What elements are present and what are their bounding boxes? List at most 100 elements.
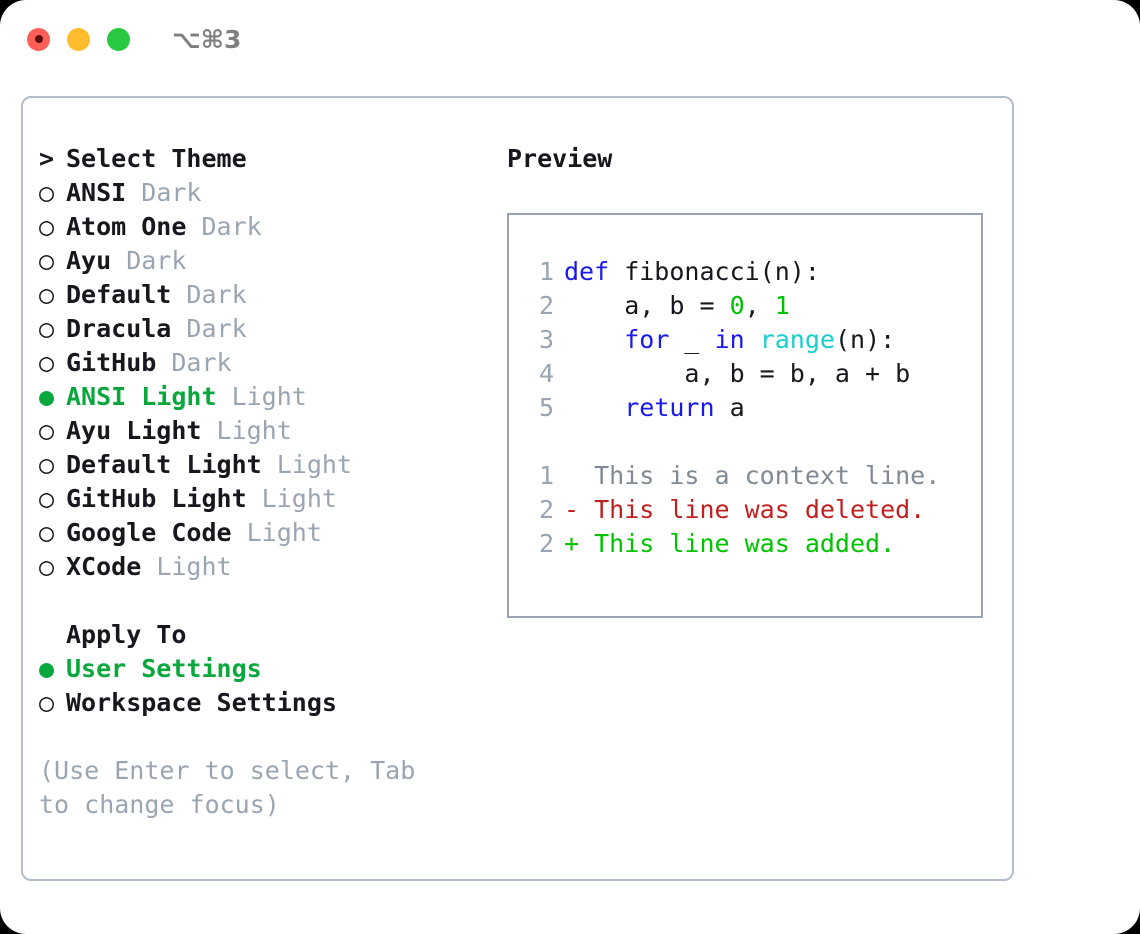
radio-selected-icon: ● (39, 654, 70, 683)
diff-text: - This line was deleted. (564, 495, 926, 524)
apply-to-option-workspace-settings[interactable]: ○ Workspace Settings (39, 686, 486, 720)
radio-selected-icon: ● (39, 382, 70, 411)
maximize-button[interactable] (107, 27, 130, 51)
code-token: a (714, 393, 745, 422)
radio-unselected-icon: ○ (39, 518, 70, 547)
close-button[interactable] (27, 27, 50, 51)
theme-option-github[interactable]: ○ GitHub Dark (39, 346, 486, 380)
theme-option-default-light[interactable]: ○ Default Light Light (39, 448, 486, 482)
radio-unselected-icon: ○ (39, 212, 70, 241)
theme-name: ANSI Light (66, 382, 217, 411)
theme-variant-tag: Light (216, 382, 307, 411)
line-number: 2 (538, 529, 554, 558)
page-title-text: Select Theme (66, 144, 247, 173)
theme-variant-tag: Dark (186, 212, 262, 241)
code-token: return (624, 393, 715, 422)
apply-to-name: User Settings (66, 654, 262, 683)
theme-variant-tag: Light (246, 484, 337, 513)
code-token: range (759, 325, 835, 354)
theme-variant-tag: Light (261, 450, 352, 479)
theme-variant-tag: Light (141, 552, 232, 581)
theme-variant-tag: Light (201, 416, 292, 445)
theme-option-atom-one[interactable]: ○ Atom One Dark (39, 210, 486, 244)
theme-option-ansi[interactable]: ○ ANSI Dark (39, 176, 486, 210)
keyboard-shortcut-label: ⌥⌘3 (172, 24, 242, 54)
theme-option-xcode[interactable]: ○ XCode Light (39, 550, 486, 584)
prompt-marker: > (39, 144, 70, 173)
radio-unselected-icon: ○ (39, 688, 70, 717)
radio-unselected-icon: ○ (39, 280, 70, 309)
theme-variant-tag: Dark (171, 280, 247, 309)
theme-list[interactable]: ○ ANSI Dark○ Atom One Dark○ Ayu Dark○ De… (39, 176, 486, 584)
theme-option-google-code[interactable]: ○ Google Code Light (39, 516, 486, 550)
code-token (564, 393, 624, 422)
close-icon (34, 35, 43, 43)
code-line: 3 for _ in range(n): (526, 323, 981, 357)
apply-to-heading: Apply To (66, 620, 187, 649)
theme-name: GitHub (66, 348, 157, 377)
theme-name: Default (66, 280, 172, 309)
code-token: , (744, 291, 775, 320)
preview-heading: Preview (507, 144, 613, 173)
theme-option-github-light[interactable]: ○ GitHub Light Light (39, 482, 486, 516)
line-number: 1 (538, 461, 554, 490)
radio-unselected-icon: ○ (39, 348, 70, 377)
code-token: 0 (729, 291, 745, 320)
code-token: def (564, 257, 610, 286)
line-number: 2 (538, 291, 554, 320)
diff-line: 1 This is a context line. (526, 459, 981, 493)
theme-option-dracula[interactable]: ○ Dracula Dark (39, 312, 486, 346)
apply-to-name: Workspace Settings (66, 688, 337, 717)
theme-name: ANSI (66, 178, 127, 207)
two-column-layout: > Select Theme ○ ANSI Dark○ Atom One Dar… (23, 98, 1012, 822)
list-spacer (39, 584, 486, 618)
apply-to-list[interactable]: ● User Settings○ Workspace Settings (39, 652, 486, 720)
theme-name: XCode (66, 552, 142, 581)
code-token: a, b = b, a + b (564, 359, 911, 388)
code-token (745, 325, 760, 354)
theme-variant-tag: Dark (111, 246, 187, 275)
theme-option-default[interactable]: ○ Default Dark (39, 278, 486, 312)
code-token: _ (669, 325, 715, 354)
theme-name: Dracula (66, 314, 172, 343)
diff-sample: 1 This is a context line.2- This line wa… (526, 459, 981, 561)
theme-variant-tag: Dark (126, 178, 202, 207)
theme-variant-tag: Dark (171, 314, 247, 343)
code-token: (n): (834, 325, 896, 354)
code-line: 4 a, b = b, a + b (526, 357, 981, 391)
theme-option-ayu[interactable]: ○ Ayu Dark (39, 244, 486, 278)
theme-variant-tag: Dark (156, 348, 232, 377)
theme-name: Google Code (66, 518, 232, 547)
code-token (564, 325, 624, 354)
theme-option-ayu-light[interactable]: ○ Ayu Light Light (39, 414, 486, 448)
code-line: 2 a, b = 0, 1 (526, 289, 981, 323)
line-number: 5 (538, 393, 554, 422)
preview-gap (526, 425, 981, 459)
theme-name: Default Light (66, 450, 262, 479)
radio-unselected-icon: ○ (39, 416, 70, 445)
theme-name: GitHub Light (66, 484, 247, 513)
code-token: 1 (774, 291, 790, 320)
code-line: 1 def fibonacci(n): (526, 255, 981, 289)
radio-unselected-icon: ○ (39, 178, 70, 207)
apply-to-option-user-settings[interactable]: ● User Settings (39, 652, 486, 686)
code-token: in (714, 325, 745, 354)
title-bar: ⌥⌘3 (0, 0, 1140, 78)
minimize-button[interactable] (67, 27, 90, 51)
diff-line: 2 + This line was added. (526, 527, 981, 561)
line-number: 2 (538, 495, 554, 524)
code-token: fibonacci(n): (609, 257, 820, 286)
theme-list-column: > Select Theme ○ ANSI Dark○ Atom One Dar… (23, 142, 486, 822)
diff-text: + This line was added. (564, 529, 896, 558)
theme-option-ansi-light[interactable]: ● ANSI Light Light (39, 380, 486, 414)
theme-variant-tag: Light (231, 518, 322, 547)
theme-picker-window: > Select Theme ○ ANSI Dark○ Atom One Dar… (21, 96, 1014, 881)
theme-name: Atom One (66, 212, 187, 241)
line-number: 1 (538, 257, 554, 286)
theme-name: Ayu (66, 246, 112, 275)
line-number: 3 (538, 325, 554, 354)
